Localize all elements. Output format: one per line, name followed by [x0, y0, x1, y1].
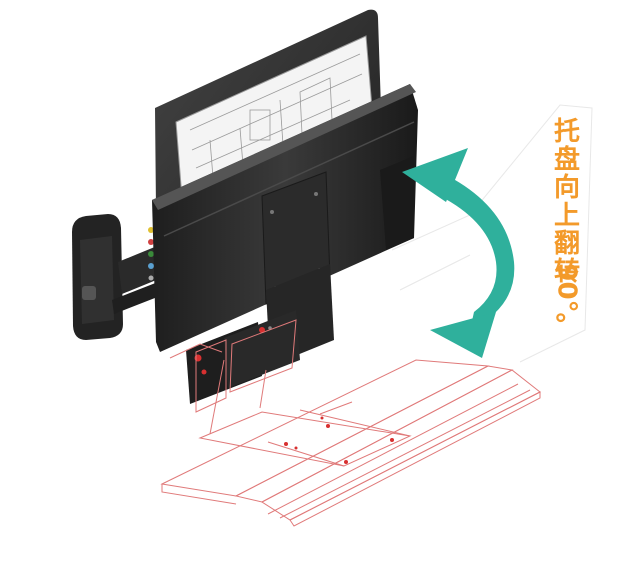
curved-double-arrow-icon: [402, 148, 515, 358]
wall-bracket: [72, 214, 166, 340]
caption-char: 向: [553, 173, 580, 203]
ghost-outline: [391, 104, 593, 363]
clamp-block: [186, 310, 300, 404]
caption-char: 翻: [553, 229, 580, 259]
caption-char: 托: [553, 117, 580, 147]
caption-char: 转: [553, 257, 580, 287]
caption-angle: 90°。: [552, 263, 582, 339]
caption-char: 盘: [553, 145, 580, 175]
tray-lowered-outline: [160, 319, 541, 527]
monitor-side-buttons: [148, 227, 154, 281]
tray-lowered-fasteners: [284, 416, 394, 464]
caption-char: 上: [553, 201, 580, 231]
rotation-caption: 托 盘 向 上 翻 转 90°。: [547, 117, 587, 339]
